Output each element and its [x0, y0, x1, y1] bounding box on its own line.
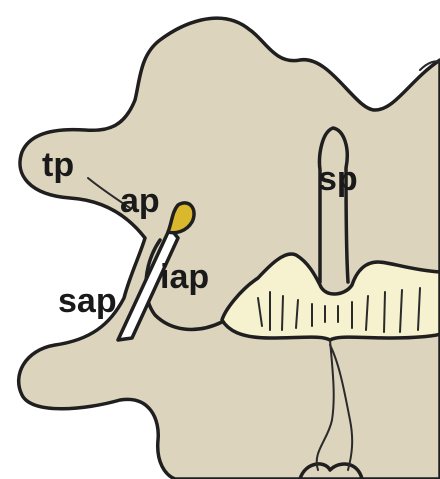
spinous-process	[320, 128, 348, 282]
label-ap: ap	[120, 182, 160, 220]
label-tp: tp	[42, 146, 74, 184]
label-sp: sp	[318, 160, 358, 198]
vertebral-bone	[19, 18, 440, 479]
label-iap: iap	[160, 258, 209, 296]
label-sap: sap	[58, 282, 117, 320]
